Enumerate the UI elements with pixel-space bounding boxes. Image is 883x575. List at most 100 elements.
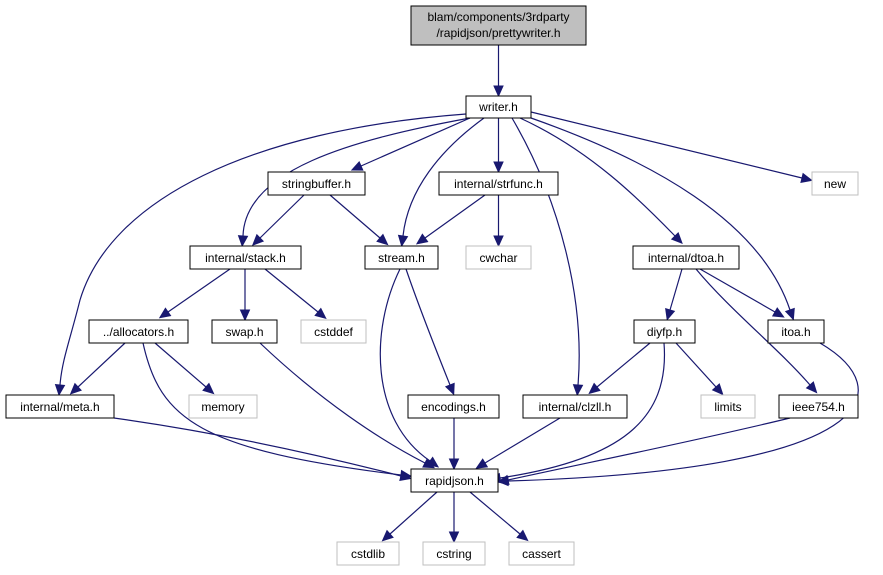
node-cstddef-label: cstddef (314, 325, 353, 339)
edge-swap-to-rapidjson (259, 342, 435, 469)
edge-arrowhead (805, 381, 818, 394)
node-new[interactable]: new (811, 171, 859, 196)
edge-writer-to-strfunc (493, 118, 504, 174)
edge-line (154, 342, 207, 388)
edge-line (669, 268, 683, 311)
node-cstddef[interactable]: cstddef (300, 319, 367, 344)
edge-rapidjson-to-cassert (469, 491, 529, 542)
node-stack-label: internal/stack.h (205, 251, 286, 265)
edge-line (360, 117, 471, 167)
edge-line (402, 117, 485, 237)
node-writer[interactable]: writer.h (465, 95, 532, 119)
edge-arrowhead (397, 234, 409, 248)
edge-arrowhead (376, 233, 389, 246)
node-swap[interactable]: swap.h (211, 319, 278, 344)
edge-diyfp-to-clzll (588, 342, 651, 395)
edge-arrowhead (350, 160, 364, 171)
node-strfunc[interactable]: internal/strfunc.h (438, 171, 559, 196)
node-cwchar[interactable]: cwchar (465, 245, 532, 270)
node-new-label: new (824, 177, 846, 191)
edge-strfunc-to-stream (415, 194, 486, 245)
edge-line (329, 194, 381, 239)
node-cstdlib-label: cstdlib (351, 547, 385, 561)
node-rapidjson[interactable]: rapidjson.h (410, 468, 499, 493)
edge-writer-to-stack (237, 117, 471, 248)
node-cwchar-label: cwchar (479, 251, 517, 265)
edge-line (59, 113, 467, 386)
node-prettywriter-label-line2: /rapidjson/prettywriter.h (436, 26, 560, 40)
edge-encodings-to-rapidjson (448, 418, 460, 471)
edge-line (695, 268, 811, 386)
edge-line (379, 268, 431, 462)
node-prettywriter[interactable]: blam/components/3rdparty /rapidjson/pret… (410, 5, 587, 46)
node-limits[interactable]: limits (700, 394, 756, 419)
edge-arrowhead (422, 458, 435, 469)
node-stringbuffer[interactable]: stringbuffer.h (267, 171, 366, 196)
edge-arrowhead (493, 235, 504, 248)
node-cstring[interactable]: cstring (422, 541, 486, 566)
node-allocators-label: ../allocators.h (103, 325, 174, 339)
node-meta[interactable]: internal/meta.h (5, 394, 115, 419)
edge-arrowhead (239, 309, 251, 322)
edge-stack-to-cstddef (264, 268, 327, 320)
node-memory-label: memory (201, 400, 244, 414)
node-writer-label: writer.h (478, 100, 518, 114)
node-swap-label: swap.h (225, 325, 263, 339)
edge-arrowhead (493, 85, 504, 98)
edge-arrowhead (158, 307, 172, 319)
edge-line (484, 417, 561, 464)
edge-line (142, 342, 402, 476)
edge-arrowhead (771, 307, 785, 318)
edge-arrowhead (493, 161, 504, 174)
node-dtoa[interactable]: internal/dtoa.h (632, 245, 740, 270)
edge-meta-to-rapidjson (113, 417, 412, 481)
node-limits-label: limits (714, 400, 741, 414)
node-ieee754[interactable]: ieee754.h (778, 394, 859, 419)
edge-line (242, 117, 471, 237)
edge-stream-to-encodings (405, 268, 455, 396)
edge-line (259, 342, 426, 464)
edge-stack-to-allocators (158, 268, 231, 319)
edge-arrowhead (444, 382, 455, 396)
node-memory[interactable]: memory (188, 394, 258, 419)
edge-writer-to-stringbuffer (350, 117, 471, 171)
edge-allocators-to-memory (154, 342, 215, 395)
edge-line (77, 342, 126, 388)
edge-line (389, 491, 438, 535)
edge-arrowhead (415, 233, 429, 245)
edge-line (675, 342, 717, 388)
edge-writer-to-meta (54, 113, 467, 397)
edge-arrowhead (516, 529, 529, 542)
edge-arrowhead (54, 383, 66, 397)
edge-writer-to-dtoa (519, 117, 683, 245)
node-clzll[interactable]: internal/clzll.h (522, 394, 628, 419)
edge-line (519, 117, 676, 237)
edge-stringbuffer-to-stream (329, 194, 389, 246)
node-stack[interactable]: internal/stack.h (189, 245, 302, 270)
node-prettywriter-label-line1: blam/components/3rdparty (427, 10, 569, 24)
node-encodings[interactable]: encodings.h (407, 394, 500, 419)
node-encodings-label: encodings.h (421, 400, 486, 414)
edge-strfunc-to-cwchar (493, 195, 504, 248)
node-stream[interactable]: stream.h (364, 245, 439, 270)
edge-line (596, 342, 651, 388)
node-allocators[interactable]: ../allocators.h (88, 319, 189, 344)
edge-arrowhead (237, 235, 249, 248)
node-cstdlib[interactable]: cstdlib (336, 541, 400, 566)
node-cassert[interactable]: cassert (508, 541, 575, 566)
edge-writer-to-clzll (511, 117, 584, 397)
edge-diyfp-to-limits (675, 342, 724, 396)
edge-arrowhead (784, 307, 795, 321)
node-stringbuffer-label: stringbuffer.h (282, 177, 351, 191)
edge-arrowhead (314, 307, 327, 320)
node-itoa[interactable]: itoa.h (767, 319, 825, 344)
edge-writer-to-new (530, 111, 813, 184)
edge-arrowhead (588, 382, 601, 395)
edge-arrowhead (448, 531, 460, 544)
edge-dtoa-to-itoa (699, 268, 785, 318)
edge-line (113, 417, 402, 477)
node-diyfp[interactable]: diyfp.h (633, 319, 696, 344)
node-cstring-label: cstring (436, 547, 471, 561)
edge-writer-to-itoa (530, 117, 795, 321)
